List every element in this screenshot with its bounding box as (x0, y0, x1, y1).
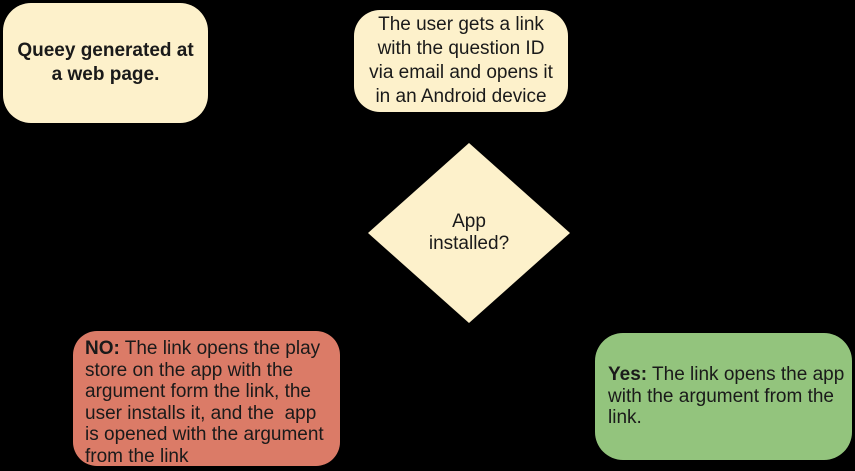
yes-branch-label: Yes: The link opens the app with the arg… (608, 364, 844, 429)
app-installed-decision-diamond: App installed? (368, 143, 570, 323)
start-node-label: Queey generated at a web page. (17, 40, 194, 85)
link-received-node: The user gets a link with the question I… (354, 10, 568, 112)
no-branch-prefix: NO: (85, 338, 120, 359)
yes-branch-node: Yes: The link opens the app with the arg… (595, 333, 852, 460)
yes-branch-text: The link opens the app with the argument… (608, 364, 845, 429)
no-branch-label: NO: The link opens the play store on the… (85, 338, 324, 467)
start-node: Queey generated at a web page. (3, 3, 208, 123)
link-received-node-label: The user gets a link with the question I… (369, 14, 553, 107)
decision-label: App installed? (428, 211, 510, 254)
no-branch-node: NO: The link opens the play store on the… (73, 331, 340, 467)
yes-branch-prefix: Yes: (608, 364, 648, 386)
no-branch-text: The link opens the play store on the app… (85, 338, 324, 467)
